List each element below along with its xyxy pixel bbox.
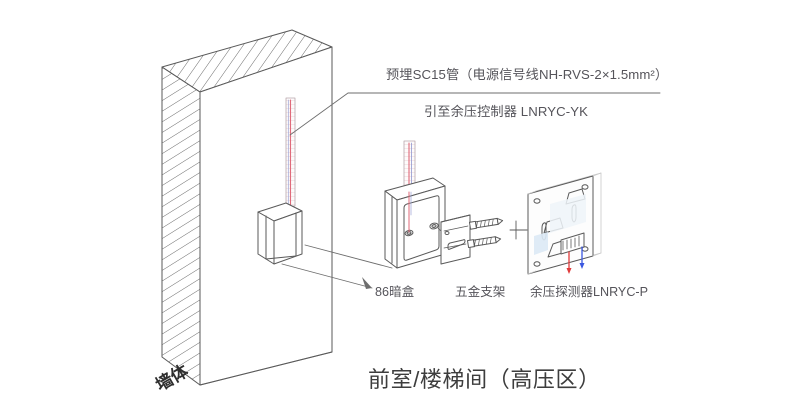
leader-lines	[281, 92, 661, 289]
pressure-detector	[509, 172, 602, 275]
wall-block	[161, 29, 333, 386]
callout-controller-label: 引至余压控制器 LNRYC-YK	[424, 104, 589, 119]
part-label-pressure-detector: 余压探测器LNRYC-P	[530, 285, 649, 299]
callout-conduit-label: 预埋SC15管（电源信号线NH-RVS-2×1.5mm²）	[386, 67, 669, 82]
exploded-junction-box	[384, 177, 446, 269]
hardware-bracket	[437, 214, 471, 265]
part-label-junction-box: 86暗盒	[375, 285, 415, 299]
mounting-screws	[443, 217, 504, 249]
wall-junction-box	[257, 202, 303, 265]
diagram-title: 前室/楼梯间（高压区）	[368, 367, 601, 392]
wall-conduit	[285, 97, 296, 207]
part-label-hardware-bracket: 五金支架	[455, 285, 506, 299]
